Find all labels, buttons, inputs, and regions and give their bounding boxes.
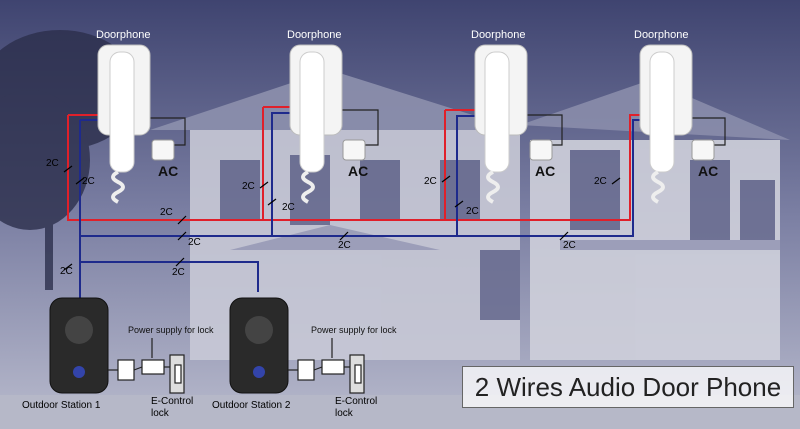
lock-circuit-2 [288, 338, 365, 394]
wire-label: 2C [466, 206, 479, 217]
wire-label: 2C [594, 176, 607, 187]
wire-label: 2C [172, 267, 185, 278]
e-control-lock-2-sub: lock [335, 408, 353, 419]
power-supply-label-1: Power supply for lock [128, 325, 214, 335]
doorphone-3 [474, 44, 553, 204]
doorphone-2 [289, 44, 366, 204]
wire-label: 2C [160, 207, 173, 218]
ac-label-1: AC [158, 163, 179, 179]
wire-label: 2C [188, 237, 201, 248]
wire-label: 2C [46, 158, 59, 169]
e-control-lock-2-label: E-Control [335, 396, 378, 407]
wire-label: 2C [82, 176, 95, 187]
power-supply-label-2: Power supply for lock [311, 325, 397, 335]
wire-label: 2C [424, 176, 437, 187]
ac-label-3: AC [535, 163, 556, 179]
doorphone-1-label: Doorphone [96, 29, 151, 41]
ac-label-4: AC [698, 163, 719, 179]
doorphone-4-label: Doorphone [634, 29, 689, 41]
blue-wire-bus [79, 120, 259, 292]
wire-label: 2C [338, 240, 351, 251]
diagram-title: 2 Wires Audio Door Phone [462, 366, 794, 408]
wire-label: 2C [563, 240, 576, 251]
outdoor-station-2 [229, 297, 289, 394]
ac-label-2: AC [348, 163, 369, 179]
outdoor-station-2-label: Outdoor Station 2 [212, 400, 291, 411]
outdoor-station-1 [49, 297, 109, 394]
lock-circuit-1 [108, 338, 185, 394]
doorphone-3-label: Doorphone [471, 29, 526, 41]
e-control-lock-1-sub: lock [151, 408, 169, 419]
e-control-lock-1-label: E-Control [151, 396, 194, 407]
doorphone-1 [97, 44, 175, 204]
outdoor-station-1-label: Outdoor Station 1 [22, 400, 101, 411]
doorphone-2-label: Doorphone [287, 29, 342, 41]
red-wire-bus [67, 114, 645, 221]
wire-label: 2C [60, 266, 73, 277]
wire-label: 2C [242, 181, 255, 192]
wire-label: 2C [282, 202, 295, 213]
doorphone-4 [639, 44, 715, 204]
